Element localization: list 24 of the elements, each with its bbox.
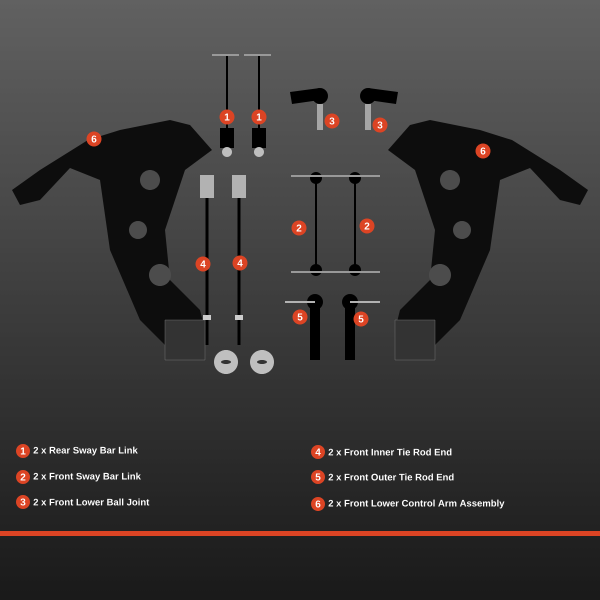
callout-number: 5 <box>292 310 308 324</box>
callout-number: 6 <box>476 144 490 158</box>
callout-number: 3 <box>372 118 388 132</box>
legend-text: 2 x Rear Sway Bar Link <box>34 446 138 456</box>
callout-number: 2 <box>360 218 374 234</box>
callout-number: 4 <box>196 256 210 272</box>
legend-number: 3 <box>16 495 30 509</box>
legend-text: 2 x Front Lower Control Arm Assembly <box>328 500 504 508</box>
legend-number: 5 <box>311 470 325 484</box>
legend-text: 2 x Front Sway Bar Link <box>34 472 141 482</box>
callout-number: 1 <box>220 110 234 124</box>
callout-number: 1 <box>252 110 266 124</box>
legend-text: 2 x Front Inner Tie Rod End <box>328 448 452 456</box>
callout-number: 4 <box>232 256 248 270</box>
legend-number: 2 <box>16 470 30 484</box>
legend-number: 4 <box>311 445 325 459</box>
callout-number: 3 <box>324 114 340 128</box>
callout-number: 2 <box>292 220 306 236</box>
legend-text: 2 x Front Outer Tie Rod End <box>328 474 454 480</box>
callout-number: 5 <box>354 312 368 326</box>
callout-number: 6 <box>86 132 102 146</box>
legend-number: 1 <box>16 444 30 458</box>
legend-number: 6 <box>311 497 325 511</box>
legend-text: 2 x Front Lower Ball Joint <box>34 498 150 506</box>
